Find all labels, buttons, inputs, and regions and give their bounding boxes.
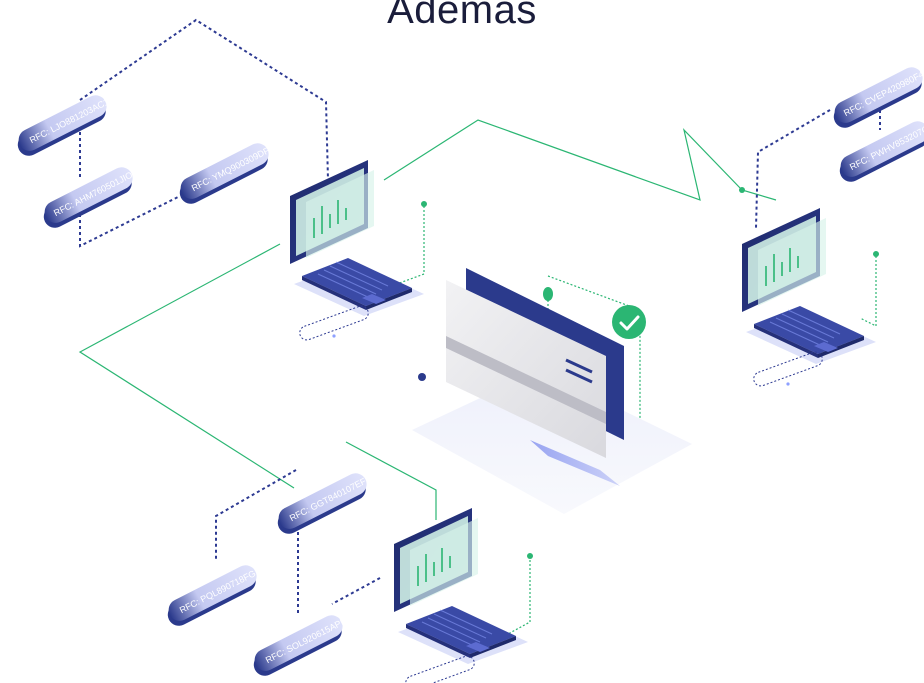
laptop-icon: [741, 207, 877, 365]
central-id-card: [412, 268, 692, 514]
rfc-tag: RFC: LJO881203AC13: [12, 91, 115, 160]
rfc-tag: RFC: GGT840107EFI4: [272, 469, 374, 538]
check-circle-icon: [612, 305, 646, 339]
rfc-tag: RFC: SOL920615APL6: [248, 611, 352, 680]
rfc-tag-label: RFC: YMQ900309DPI4: [190, 142, 278, 194]
rfc-tag-label: RFC: SOL920615APL6: [264, 614, 352, 665]
rfc-tag: RFC: CVEP420980F4E: [828, 63, 924, 132]
laptop-icon: [393, 507, 529, 665]
rfc-tag: RFC: YMQ900309DPI4: [174, 139, 278, 208]
rfc-tag: RFC: PQL890718FGH0: [162, 561, 268, 630]
headline-title: Además: [387, 0, 537, 32]
rfc-tag-label: RFC: PQL890718FGH0: [178, 563, 268, 615]
rfc-tag: RFC: AHM760501JIO9: [38, 163, 139, 232]
rfc-tag-label: RFC: LJO881203AC13: [28, 94, 115, 145]
laptop-icon: [289, 159, 425, 317]
